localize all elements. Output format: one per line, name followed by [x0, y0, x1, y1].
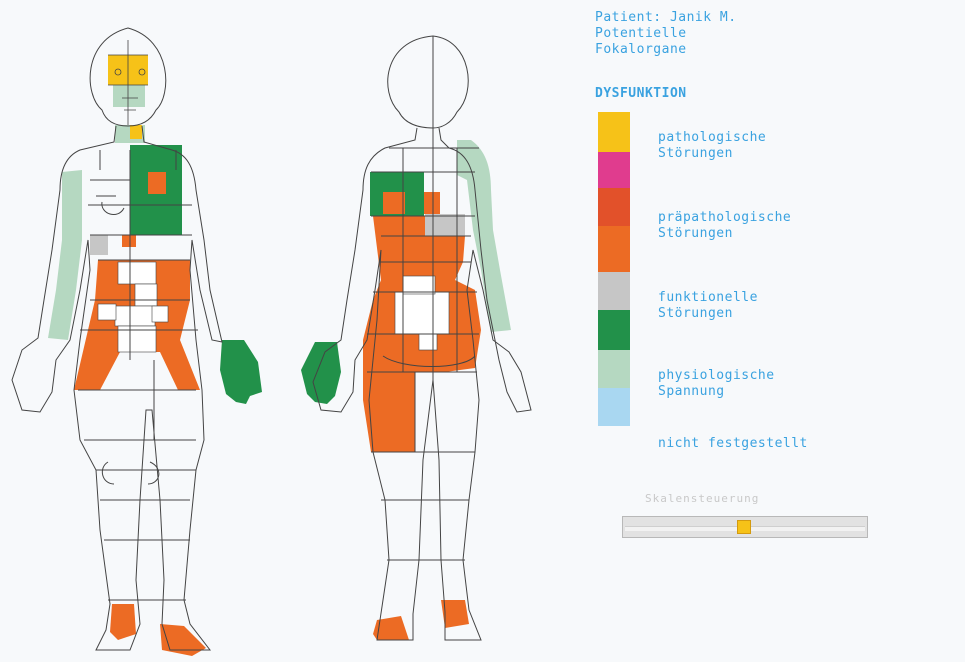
legend-swatch-4 [598, 272, 630, 310]
region-back-hand-left-green [301, 342, 341, 404]
region-back-upper-orange-1 [383, 192, 405, 214]
region-abdomen-white-1 [118, 262, 156, 284]
region-back-white-2 [403, 276, 435, 294]
legend-title: DYSFUNKTION [595, 86, 687, 102]
region-face-lightgreen [113, 85, 145, 107]
subtitle-line-1: Potentielle [595, 26, 687, 42]
legend-label-prepathological-1: präpathologische [658, 210, 791, 226]
region-foot-left-orange [110, 604, 136, 640]
patient-name: Patient: Janik M. [595, 10, 737, 26]
legend-swatch-1 [598, 152, 630, 188]
region-hand-right-green [220, 340, 262, 404]
legend-label-functional-2: Störungen [658, 306, 733, 322]
legend-swatch-2 [598, 188, 630, 226]
region-waist-orange [122, 235, 136, 247]
legend-label-functional-1: funktionelle [658, 290, 758, 306]
region-chest-orange [148, 172, 166, 194]
region-back-white-3 [419, 334, 437, 350]
back-regions [301, 140, 511, 640]
back-body-figure [285, 0, 575, 662]
legend-swatch-6 [598, 350, 630, 388]
legend-label-pathological-1: pathologische [658, 130, 766, 146]
region-neck-yellow [130, 125, 142, 139]
region-abdomen-white-2 [135, 284, 157, 306]
legend-swatch-0 [598, 112, 630, 152]
front-body-figure [0, 0, 290, 662]
legend-swatch-5 [598, 310, 630, 350]
region-waist-gray [90, 235, 108, 255]
legend-label-pathological-2: Störungen [658, 146, 733, 162]
legend-label-prepathological-2: Störungen [658, 226, 733, 242]
slider-thumb[interactable] [737, 520, 751, 534]
region-back-upper-gray [425, 214, 465, 236]
region-abdomen-white-5 [152, 306, 168, 322]
slider-label: Skalensteuerung [645, 492, 759, 505]
region-abdomen-white-3 [115, 306, 155, 326]
scale-slider[interactable] [622, 516, 868, 538]
subtitle-line-2: Fokalorgane [595, 42, 687, 58]
legend-swatch-3 [598, 226, 630, 272]
legend-label-physiological-2: Spannung [658, 384, 725, 400]
legend-label-not-determined: nicht festgestellt [658, 436, 808, 452]
region-back-upper-orange-2 [424, 192, 440, 214]
legend-label-physiological-1: physiologische [658, 368, 775, 384]
region-abdomen-white-4 [98, 304, 116, 320]
legend-swatch-7 [598, 388, 630, 426]
region-arm-left-lightgreen [48, 170, 82, 340]
